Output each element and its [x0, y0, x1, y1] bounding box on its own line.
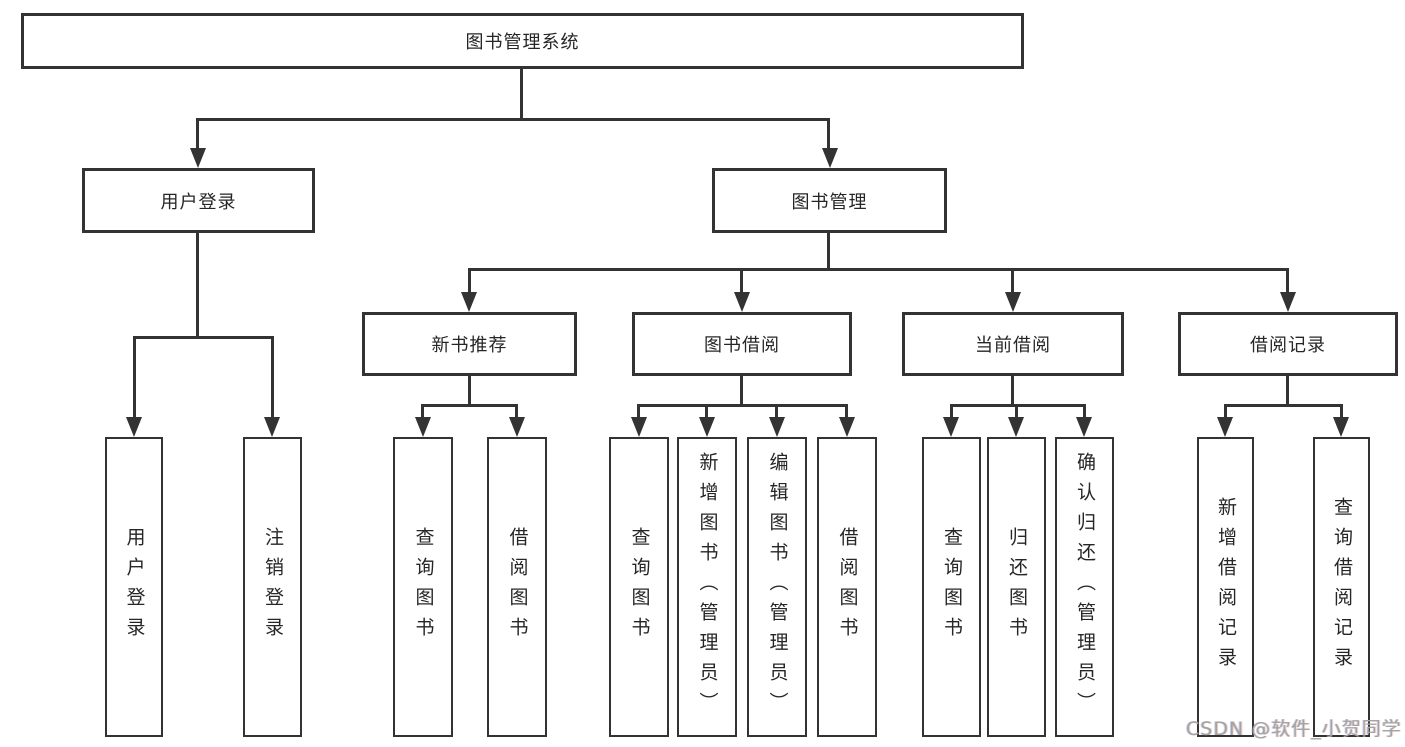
node-query-books-current: 查询图书	[922, 437, 981, 737]
connector-line	[637, 404, 640, 419]
node-label: 查询图书	[941, 527, 963, 647]
connector-line	[271, 336, 274, 419]
connector-line	[827, 118, 830, 151]
connector-line	[520, 69, 523, 118]
connector-arrowhead	[190, 148, 206, 168]
connector-line	[637, 404, 848, 407]
connector-arrowhead	[839, 417, 855, 437]
connector-arrowhead	[1008, 417, 1024, 437]
connector-line	[1286, 376, 1289, 407]
connector-line	[950, 404, 1086, 407]
connector-arrowhead	[699, 417, 715, 437]
node-library-system: 图书管理系统	[21, 13, 1024, 69]
connector-arrowhead	[822, 148, 838, 168]
node-label: 查询图书	[628, 527, 651, 647]
node-label: 编辑图书（管理员）	[766, 452, 789, 722]
connector-line	[740, 376, 743, 407]
connector-line	[133, 336, 136, 419]
connector-line	[1224, 404, 1343, 407]
node-user-login-action: 用户登录	[105, 437, 163, 737]
connector-line	[1015, 404, 1018, 419]
connector-line	[1083, 404, 1086, 419]
node-logout-action: 注销登录	[243, 437, 302, 737]
connector-line	[1286, 268, 1289, 294]
node-label: 新增借阅记录	[1215, 497, 1237, 677]
node-confirm-return-admin: 确认归还（管理员）	[1055, 437, 1114, 737]
node-user-login: 用户登录	[82, 168, 315, 233]
node-label: 用户登录	[123, 527, 146, 647]
node-label: 查询图书	[412, 527, 435, 647]
connector-line	[133, 336, 274, 339]
node-label: 借阅图书	[836, 527, 859, 647]
connector-arrowhead	[509, 417, 525, 437]
connector-arrowhead	[126, 417, 142, 437]
connector-line	[421, 404, 518, 407]
csdn-watermark: CSDN @软件_小贺同学	[1186, 718, 1402, 740]
node-new-book-recommend: 新书推荐	[362, 312, 577, 376]
node-current-borrow: 当前借阅	[902, 312, 1124, 376]
connector-arrowhead	[943, 417, 959, 437]
node-label: 注销登录	[262, 527, 284, 647]
node-add-borrow-record: 新增借阅记录	[1197, 437, 1254, 737]
connector-arrowhead	[1280, 292, 1296, 312]
connector-line	[1011, 268, 1014, 294]
node-label: 借阅图书	[506, 527, 529, 647]
node-book-borrow: 图书借阅	[632, 312, 852, 376]
node-label: 新增图书（管理员）	[696, 452, 719, 722]
connector-line	[1340, 404, 1343, 419]
connector-line	[421, 404, 424, 419]
connector-line	[196, 233, 199, 336]
connector-arrowhead	[734, 292, 750, 312]
connector-arrowhead	[264, 417, 280, 437]
connector-line	[196, 118, 199, 151]
connector-line	[468, 268, 1289, 271]
node-label: 确认归还（管理员）	[1074, 452, 1096, 722]
connector-arrowhead	[461, 292, 477, 312]
connector-line	[468, 268, 471, 294]
node-query-books-borrow: 查询图书	[609, 437, 669, 737]
connector-line	[740, 268, 743, 294]
node-label: 归还图书	[1006, 527, 1028, 647]
node-add-books-admin: 新增图书（管理员）	[677, 437, 737, 737]
connector-line	[827, 233, 830, 271]
connector-arrowhead	[1217, 417, 1233, 437]
connector-arrowhead	[415, 417, 431, 437]
node-borrow-records: 借阅记录	[1178, 312, 1398, 376]
connector-line	[468, 376, 471, 407]
node-label: 查询借阅记录	[1331, 497, 1353, 677]
connector-line	[1011, 376, 1014, 407]
node-return-books: 归还图书	[987, 437, 1046, 737]
connector-arrowhead	[631, 417, 647, 437]
node-book-management: 图书管理	[712, 168, 947, 233]
connector-line	[775, 404, 778, 419]
node-borrow-books-recommend: 借阅图书	[487, 437, 547, 737]
connector-arrowhead	[1076, 417, 1092, 437]
connector-line	[845, 404, 848, 419]
connector-arrowhead	[769, 417, 785, 437]
connector-line	[705, 404, 708, 419]
connector-line	[197, 118, 830, 121]
node-query-borrow-record: 查询借阅记录	[1313, 437, 1370, 737]
connector-arrowhead	[1005, 292, 1021, 312]
node-borrow-books: 借阅图书	[817, 437, 877, 737]
connector-line	[1224, 404, 1227, 419]
node-query-books-recommend: 查询图书	[393, 437, 453, 737]
connector-line	[515, 404, 518, 419]
node-edit-books-admin: 编辑图书（管理员）	[747, 437, 807, 737]
connector-arrowhead	[1333, 417, 1349, 437]
connector-line	[950, 404, 953, 419]
